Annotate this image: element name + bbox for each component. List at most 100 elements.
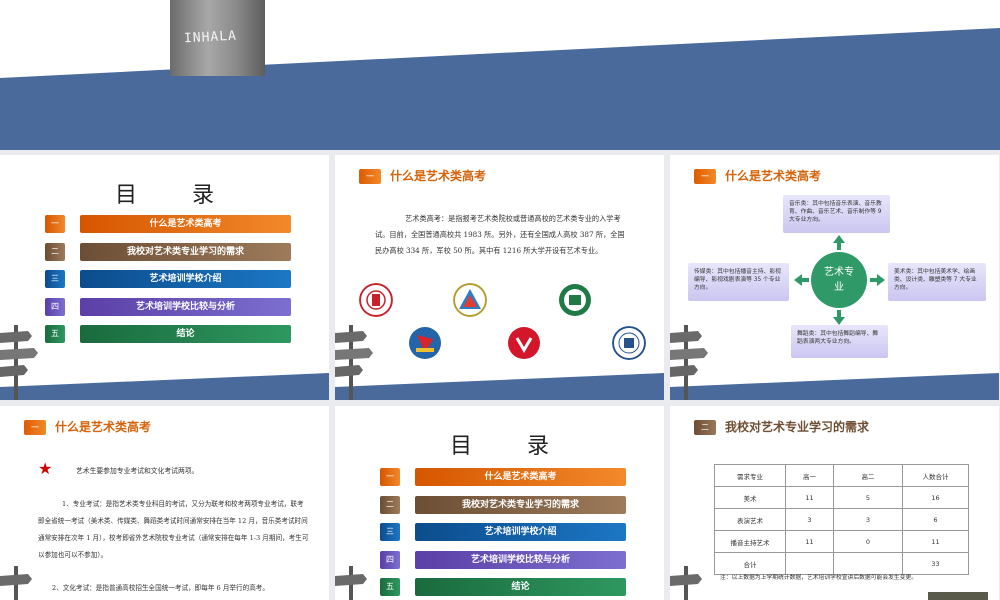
- toc-label: 艺术培训学校介绍: [415, 523, 626, 541]
- signpost-icon: [0, 325, 38, 400]
- star-icon: ★: [38, 459, 53, 478]
- photo-corner: [928, 592, 988, 600]
- table-row: 表演艺术 3 3 6: [714, 508, 969, 531]
- toc-label: 艺术培训学校比较与分析: [80, 298, 291, 316]
- toc-item-4[interactable]: 四 艺术培训学校比较与分析: [380, 551, 626, 569]
- signpost-icon: [670, 325, 708, 400]
- toc-item-4[interactable]: 四 艺术培训学校比较与分析: [45, 298, 291, 316]
- table-header: 人数合计: [902, 464, 969, 487]
- table-cell: 33: [902, 552, 969, 575]
- toc-title: 目 录: [115, 183, 238, 208]
- toc-item-2[interactable]: 二 我校对艺术类专业学习的需求: [380, 496, 626, 514]
- slide-toc-2[interactable]: 目 录 一 什么是艺术类高考 二 我校对艺术类专业学习的需求 三 艺术培训学校介…: [335, 406, 664, 600]
- toc-label: 艺术培训学校比较与分析: [415, 551, 626, 569]
- toc-num: 三: [380, 523, 400, 541]
- table-cell: 11: [785, 486, 834, 509]
- table-cell: 合计: [714, 552, 786, 575]
- university-logo: [359, 283, 393, 317]
- slide-exam-types[interactable]: 一 什么是艺术类高考 ★ 艺术生要参加专业考试和文化考试两项。 1、专业考试：是…: [0, 406, 329, 600]
- toc-label: 结论: [415, 578, 626, 596]
- category-dance: 舞蹈类：其中包括舞蹈编导、舞蹈表演两大专业方向。: [791, 325, 888, 358]
- table-header: 高二: [833, 464, 903, 487]
- top-band-shape: [0, 28, 1000, 150]
- slide-band: [0, 325, 329, 400]
- table-row: 播音主持艺术 11 0 11: [714, 530, 969, 553]
- toc-item-5[interactable]: 五 结论: [380, 578, 626, 596]
- table-cell: 5: [833, 486, 903, 509]
- slide-band: [335, 566, 367, 600]
- section-title: 什么是艺术类高考: [55, 420, 152, 434]
- arrow-icon: [794, 235, 885, 325]
- table-cell: 表演艺术: [714, 508, 786, 531]
- slide-art-categories[interactable]: 一 什么是艺术类高考 音乐类：其中包括音乐表演、音乐教育、作曲、音乐艺术、音乐制…: [670, 155, 999, 400]
- toc-num: 二: [45, 243, 65, 261]
- toc-item-3[interactable]: 三 艺术培训学校介绍: [380, 523, 626, 541]
- toc-item-2[interactable]: 二 我校对艺术类专业学习的需求: [45, 243, 291, 261]
- table-cell: 11: [785, 530, 834, 553]
- toc-num: 五: [380, 578, 400, 596]
- table-cell: 美术: [714, 486, 786, 509]
- exam-cultural: 2、文化考试：是指普通高校招生全国统一考试，即每年 6 月举行的高考。: [52, 584, 269, 592]
- table-row: 美术 11 5 16: [714, 486, 969, 509]
- table-cell: [833, 552, 903, 575]
- toc-label: 结论: [80, 325, 291, 343]
- toc-label: 我校对艺术类专业学习的需求: [80, 243, 291, 261]
- exam-professional: 1、专业考试：是指艺术类专业科目的考试，又分为联考和校考两项专业考试，联考即全省…: [38, 500, 309, 559]
- signpost-icon: [0, 566, 32, 600]
- table-cell: 播音主持艺术: [714, 530, 786, 553]
- signpost-icon: [335, 325, 373, 400]
- toc-label: 什么是艺术类高考: [80, 215, 291, 233]
- table-row: 合计 33: [714, 552, 969, 575]
- toc-item-1[interactable]: 一 什么是艺术类高考: [45, 215, 291, 233]
- toc-item-3[interactable]: 三 艺术培训学校介绍: [45, 270, 291, 288]
- section-tag: 一: [694, 169, 716, 184]
- section-tag: 一: [24, 420, 46, 435]
- university-logo: [508, 327, 540, 359]
- toc-num: 一: [45, 215, 65, 233]
- table-cell: 3: [833, 508, 903, 531]
- section-title: 我校对艺术专业学习的需求: [725, 420, 870, 434]
- tower-text: INHALA: [183, 28, 238, 47]
- toc-title: 目 录: [450, 434, 573, 459]
- toc-item-1[interactable]: 一 什么是艺术类高考: [380, 468, 626, 486]
- slide-toc-1[interactable]: 目 录 一 什么是艺术类高考 二 我校对艺术类专业学习的需求 三 艺术培训学校介…: [0, 155, 329, 400]
- toc-label: 艺术培训学校介绍: [80, 270, 291, 288]
- toc-num: 二: [380, 496, 400, 514]
- toc-label: 我校对艺术类专业学习的需求: [415, 496, 626, 514]
- table-cell: 0: [833, 530, 903, 553]
- table-cell: 11: [902, 530, 969, 553]
- table-cell: 3: [785, 508, 834, 531]
- toc-label: 什么是艺术类高考: [415, 468, 626, 486]
- section-tag: 二: [694, 420, 716, 435]
- toc-num: 五: [45, 325, 65, 343]
- top-slide[interactable]: INHALA: [0, 0, 1000, 150]
- university-logo: [559, 284, 591, 316]
- slide-what-is-art-exam[interactable]: 一 什么是艺术类高考 艺术类高考：是指报考艺术类院校或普通高校的艺术类专业的入学…: [335, 155, 664, 400]
- signpost-icon: [335, 566, 367, 600]
- slide-band: [335, 325, 664, 400]
- section-tag: 一: [359, 169, 381, 184]
- slide-band: [0, 566, 32, 600]
- category-media: 传媒类：其中包括播音主持、影视编导、影视戏剧表演等 35 个专业方向。: [688, 263, 789, 301]
- table-header-row: 需求专业 高一 高二 人数合计: [714, 464, 969, 487]
- table-cell: 16: [902, 486, 969, 509]
- table-note: 注：以上数据为上学期统计数据，艺术培训学校宣讲后数据可能会发生变更。: [720, 575, 918, 581]
- slide-band: [670, 235, 999, 400]
- section-title: 什么是艺术类高考: [390, 169, 487, 183]
- signpost-icon: [670, 566, 702, 600]
- table-header: 高一: [785, 464, 834, 487]
- demand-table: 需求专业 高一 高二 人数合计 美术 11 5 16 表演艺术 3 3 6 播音…: [714, 464, 969, 575]
- center-node: 艺术专业: [811, 252, 867, 308]
- toc-num: 一: [380, 468, 400, 486]
- toc-item-5[interactable]: 五 结论: [45, 325, 291, 343]
- category-fine-art: 美术类：其中包括美术学、绘画类、设计类、雕塑类等 7 大专业方向。: [888, 263, 986, 301]
- slide-band: [670, 566, 988, 600]
- university-logo: [453, 283, 487, 317]
- table-cell: [785, 552, 834, 575]
- center-label: 艺术专业: [824, 267, 854, 293]
- slide-school-demand[interactable]: 二 我校对艺术专业学习的需求 需求专业 高一 高二 人数合计 美术 11 5 1…: [670, 406, 999, 600]
- section-title: 什么是艺术类高考: [725, 169, 822, 183]
- toc-num: 四: [380, 551, 400, 569]
- tower-photo: INHALA: [170, 0, 265, 76]
- intro-paragraph: 艺术类高考：是指报考艺术类院校或普通高校的艺术类专业的入学考试。目前，全国普通高…: [375, 214, 625, 255]
